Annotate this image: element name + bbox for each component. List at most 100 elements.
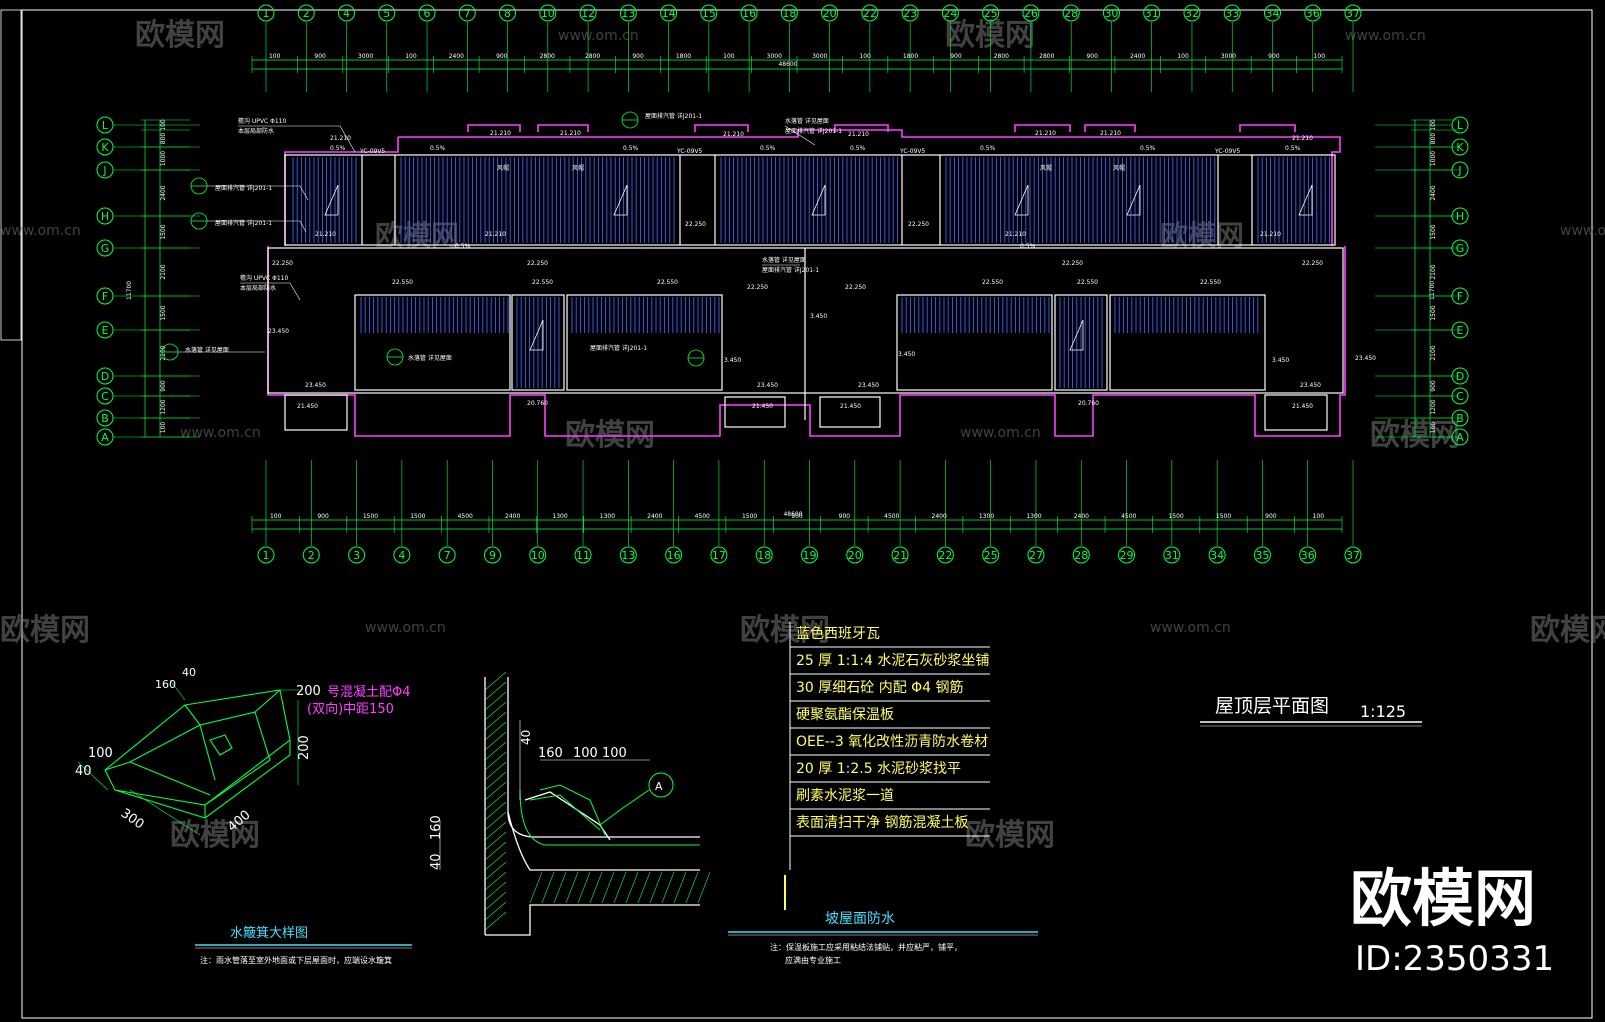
- axis-label: K: [1456, 141, 1464, 154]
- dimension-value: 900: [632, 53, 644, 60]
- watermark-logo: 欧模网: [0, 613, 90, 648]
- axis-bubble-37: 37: [1344, 460, 1362, 564]
- dimension-value: 100: [1314, 53, 1326, 60]
- axis-label: B: [1456, 412, 1464, 425]
- axis-label: 22: [938, 549, 952, 562]
- axis-bubble-2: 2: [297, 4, 315, 92]
- pipe-label: YC-09V5: [899, 148, 925, 155]
- axis-bubble-3: 3: [348, 460, 366, 564]
- dimension-value: 100: [1430, 119, 1437, 131]
- axis-bubble-L: L: [96, 116, 200, 134]
- axis-bubble-31: 31: [1163, 460, 1181, 564]
- elevation-label: 22.250: [747, 284, 768, 291]
- dimension-value: 4500: [884, 513, 899, 520]
- axis-label: J: [1457, 164, 1461, 177]
- dimension-value: 900: [317, 513, 329, 520]
- slope-label: 0.5%: [1020, 243, 1036, 250]
- axis-label: 16: [667, 549, 681, 562]
- axis-label: 34: [1265, 7, 1279, 20]
- axis-label: 34: [1210, 549, 1224, 562]
- layer-legend-title: 坡屋面防水: [825, 911, 895, 927]
- axis-label: 10: [541, 7, 555, 20]
- axis-label: L: [1457, 119, 1464, 132]
- axis-label: G: [101, 242, 110, 255]
- drawing-frame: [0, 9, 1593, 1019]
- axis-label: G: [1456, 242, 1465, 255]
- dimension-value: 4500: [458, 513, 473, 520]
- axis-bubble-22: 22: [861, 4, 879, 92]
- axis-label: 31: [1165, 549, 1179, 562]
- dimension-value: 3000: [1221, 53, 1236, 60]
- axis-bubble-23: 23: [901, 4, 919, 92]
- axis-bubble-36: 36: [1299, 460, 1317, 564]
- callout-text: 屋面排汽管 详J201-1: [645, 112, 702, 120]
- room-label-vent-hood: 风帽: [1113, 164, 1125, 172]
- axis-bubble-11: 11: [574, 460, 592, 564]
- axis-label: 22: [863, 7, 877, 20]
- dimension-value: 2400: [505, 513, 520, 520]
- axis-bubble-19: 19: [801, 460, 818, 564]
- pipe-label: YC-09V5: [359, 148, 385, 155]
- elevation-label: 3.450: [898, 351, 915, 358]
- axis-bubble-25: 25: [982, 4, 1000, 92]
- watermark-url: www.om.cn: [558, 28, 639, 44]
- axis-label: 3: [353, 549, 360, 562]
- elevation-label: 23.450: [757, 382, 778, 389]
- dimension-value: 100: [405, 53, 417, 60]
- axis-label: 2: [303, 7, 310, 20]
- dimension-value: 1800: [676, 53, 691, 60]
- side-dimension-chain: 1008001000240015002100150021009001200100…: [141, 119, 1460, 438]
- callout-text: 屋面排汽管 详J201-1: [590, 344, 647, 352]
- axis-label: 18: [782, 7, 796, 20]
- dimension-value: 1800: [903, 53, 918, 60]
- axis-label: 27: [1029, 549, 1043, 562]
- axis-bubble-32: 32: [1183, 4, 1201, 92]
- axis-bubble-21: 21: [891, 460, 909, 564]
- axis-bubble-18: 18: [780, 4, 798, 92]
- axis-bubble-34: 34: [1208, 460, 1226, 564]
- dimension-value: 2400: [1130, 53, 1145, 60]
- elevation-label: 22.550: [392, 279, 413, 286]
- axis-label: A: [1456, 431, 1464, 444]
- elevation-label: 22.550: [982, 279, 1003, 286]
- elevation-label: 23.450: [1300, 382, 1321, 389]
- dimension-value: 1500: [1430, 224, 1437, 239]
- axis-label: L: [102, 119, 109, 132]
- elevation-label: 3.450: [1272, 357, 1289, 364]
- dimension-value: 800: [160, 133, 167, 145]
- dimension-value: 1500: [410, 513, 425, 520]
- elevation-label: 22.250: [908, 221, 929, 228]
- elevation-label: 21.210: [560, 130, 581, 137]
- room-label-vent-hood: 风帽: [1040, 164, 1052, 172]
- dimension-value: 2100: [160, 264, 167, 279]
- axis-bubble-15: 15: [700, 4, 718, 92]
- axis-bubble-26: 26: [1022, 4, 1040, 92]
- sink-rebar-note: 号混凝土配Φ4: [327, 684, 411, 700]
- axis-label: 1: [263, 549, 270, 562]
- axis-label: 33: [1225, 7, 1239, 20]
- axis-bubble-27: 27: [1027, 460, 1045, 564]
- parapet-walls: [267, 124, 1346, 437]
- slope-label: 0.5%: [455, 243, 471, 250]
- dimension-value: 900: [1430, 380, 1437, 392]
- callout-text: 檐沟 UPVC Φ110: [238, 117, 286, 125]
- layer-item: 硬聚氨酯保温板: [796, 707, 894, 723]
- axis-bubble-16: 16: [665, 460, 683, 564]
- axis-label: 21: [893, 549, 907, 562]
- dimension-value: 100: [270, 513, 282, 520]
- dimension-value: 1500: [1168, 513, 1183, 520]
- axis-label: 4: [398, 549, 405, 562]
- watermark-url: www.om.cn: [1345, 28, 1426, 44]
- layer-item: 25 厚 1:1:4 水泥石灰砂浆坐铺: [796, 653, 989, 669]
- axis-label: 32: [1185, 7, 1199, 20]
- slope-label: 0.5%: [760, 145, 776, 152]
- axis-bubble-17: 17: [710, 460, 728, 564]
- inner-walls: [267, 154, 1344, 431]
- watermark-logo: 欧模网: [135, 18, 225, 53]
- dimension-value: 2400: [932, 513, 947, 520]
- watermark-url: www.om.cn: [180, 425, 261, 441]
- dimension-value: 1000: [1430, 151, 1437, 166]
- brand-block: 欧模网 ID:2350331: [1350, 862, 1554, 979]
